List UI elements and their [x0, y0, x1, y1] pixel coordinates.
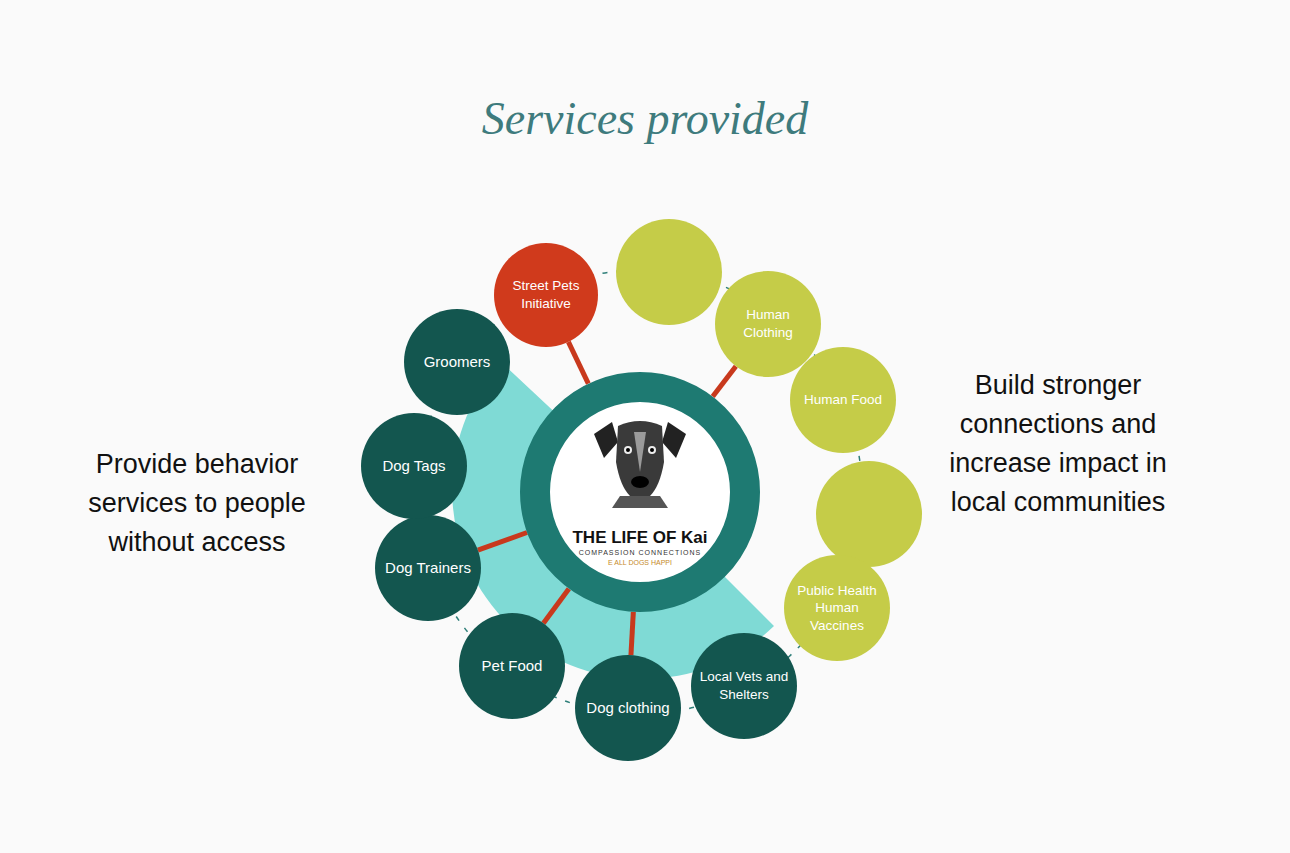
empty-circle — [816, 461, 922, 567]
node-label: Groomers — [418, 351, 497, 373]
node-label: Human Clothing — [715, 306, 821, 341]
node-label: Pet Food — [476, 655, 549, 677]
service-circle: Local Vets and Shelters — [691, 633, 797, 739]
logo-hub: THE LIFE OF KaiCOMPASSION CONNECTIONSE A… — [520, 372, 760, 612]
node-label: Human Food — [798, 391, 888, 409]
service-circle: Dog Tags — [361, 413, 467, 519]
logo-name: THE LIFE OF Kai — [566, 528, 713, 548]
node-label: Dog Tags — [376, 455, 451, 477]
spoke-connector — [631, 612, 633, 655]
spoke-connector — [543, 589, 568, 624]
service-circle: Dog Trainers — [375, 515, 481, 621]
node-label: Dog clothing — [580, 697, 675, 719]
node-label: Local Vets and Shelters — [691, 668, 797, 703]
logo-tagline: E ALL DOGS HAPPI — [602, 558, 678, 568]
spoke-connector — [713, 366, 736, 396]
spoke-connector — [568, 342, 588, 384]
diagram-title: Services provided — [0, 92, 1290, 145]
node-label: Dog Trainers — [379, 557, 477, 579]
service-circle: Dog clothing — [575, 655, 681, 761]
dog-illustration — [590, 412, 690, 508]
service-circle: Groomers — [404, 309, 510, 415]
spoke-connector — [478, 532, 527, 550]
initiative-circle: Street Pets Initiative — [494, 243, 598, 347]
logo-tagline: COMPASSION CONNECTIONS — [573, 548, 708, 558]
service-circle: Public Health Human Vaccines — [784, 555, 890, 661]
node-label: Public Health Human Vaccines — [784, 582, 890, 635]
side-note: Provide behavior services to people with… — [62, 445, 332, 562]
service-circle: Pet Food — [459, 613, 565, 719]
service-circle: Human Food — [790, 347, 896, 453]
empty-circle — [616, 219, 722, 325]
node-label: Street Pets Initiative — [494, 277, 598, 312]
side-note: Build stronger connections and increase … — [928, 366, 1188, 523]
